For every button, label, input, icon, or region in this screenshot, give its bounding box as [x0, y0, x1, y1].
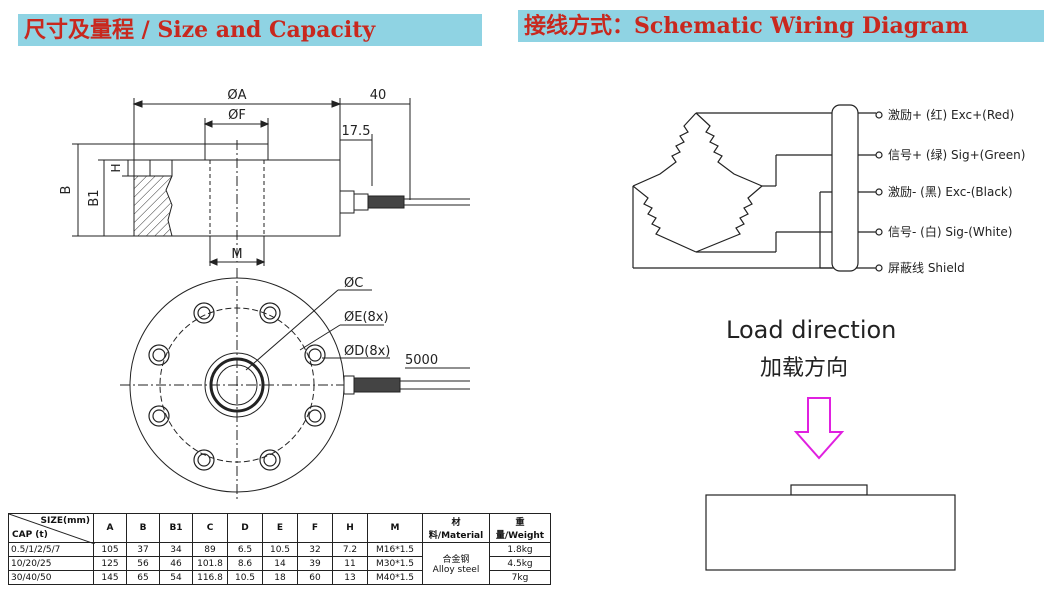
table-cell: 10.5 [227, 570, 263, 585]
table-row: 30/40/50 145 65 54 116.8 10.5 18 60 13 M… [8, 570, 551, 585]
col-header: E [262, 513, 298, 543]
wire-shield: 屏蔽线 Shield [888, 261, 965, 275]
dim-h-label: H [109, 163, 123, 172]
wiring-diagram-heading: 接线方式：Schematic Wiring Diagram [518, 10, 1044, 42]
table-cell: 34 [159, 542, 193, 557]
table-cell: 65 [126, 570, 160, 585]
table-cell: 14 [262, 556, 298, 571]
table-row: 0.5/1/2/5/7 105 37 34 89 6.5 10.5 32 7.2… [8, 542, 551, 585]
dim-b1-label: B1 [87, 189, 102, 206]
table-cell: 46 [159, 556, 193, 571]
table-cell: M40*1.5 [367, 570, 423, 585]
weight-cell: 7kg [489, 570, 551, 585]
material-cell: 合金钢 Alloy steel [422, 542, 490, 585]
dim-e-label: ØE(8x) [344, 310, 389, 325]
cap-cell: 30/40/50 [8, 570, 94, 585]
table-cell: 11 [332, 556, 368, 571]
dim-a-label: ØA [227, 88, 246, 103]
dim-b-label: B [59, 186, 74, 195]
dim-f-label: ØF [228, 108, 246, 123]
load-cell-outline [705, 484, 956, 571]
dim-d-label: ØD(8x) [344, 344, 390, 359]
table-cell: 39 [297, 556, 333, 571]
dim-175-label: 17.5 [342, 124, 371, 139]
table-cell: 60 [297, 570, 333, 585]
col-header: B [126, 513, 160, 543]
wiring-bridge [632, 104, 883, 272]
col-header: B1 [159, 513, 193, 543]
col-header: M [367, 513, 423, 543]
side-view [72, 98, 470, 266]
table-corner-cell: SIZE(mm) CAP (t) [8, 513, 95, 544]
material-en: Alloy steel [432, 565, 480, 575]
wire-sig-minus: 信号- (白) Sig-(White) [888, 224, 1012, 239]
size-capacity-table: SIZE(mm) CAP (t) A B B1 C D E F H M 材料/M… [8, 513, 551, 585]
table-cell: 101.8 [192, 556, 228, 571]
table-cell: 56 [126, 556, 160, 571]
table-cell: 18 [262, 570, 298, 585]
col-header: 重量/Weight [489, 513, 551, 543]
table-cell: 7.2 [332, 542, 368, 557]
cap-cell: 0.5/1/2/5/7 [8, 542, 94, 557]
wire-exc-minus: 激励- (黑) Exc-(Black) [888, 185, 1013, 199]
size-capacity-heading: 尺寸及量程 / Size and Capacity [18, 14, 482, 46]
table-cell: M16*1.5 [367, 542, 423, 557]
wire-exc-plus: 激励+ (红) Exc+(Red) [888, 107, 1014, 122]
table-cell: 6.5 [227, 542, 263, 557]
table-cell: 125 [93, 556, 127, 571]
table-cell: 32 [297, 542, 333, 557]
dim-5000-label: 5000 [405, 353, 438, 368]
corner-cap-label: CAP (t) [12, 530, 48, 540]
table-cell: 54 [159, 570, 193, 585]
weight-cell: 1.8kg [489, 542, 551, 557]
table-cell: 145 [93, 570, 127, 585]
material-cn: 合金钢 [442, 555, 470, 565]
cap-cell: 10/20/25 [8, 556, 94, 571]
dim-m-label: M [231, 247, 242, 262]
dim-c-label: ØC [344, 276, 363, 291]
col-header: D [227, 513, 263, 543]
table-cell: 13 [332, 570, 368, 585]
table-cell: 10.5 [262, 542, 298, 557]
col-header: 材料/Material [422, 513, 490, 543]
table-cell: 89 [192, 542, 228, 557]
table-cell: 8.6 [227, 556, 263, 571]
col-header: F [297, 513, 333, 543]
col-header: H [332, 513, 368, 543]
col-header: A [93, 513, 127, 543]
top-view [120, 268, 470, 502]
wiring-labels: 激励+ (红) Exc+(Red) 信号+ (绿) Sig+(Green) 激励… [888, 107, 1025, 275]
dim-40-label: 40 [370, 88, 387, 103]
load-direction-en: Load direction [726, 316, 897, 344]
weight-cell: 4.5kg [489, 556, 551, 571]
corner-size-label: SIZE(mm) [40, 516, 91, 526]
table-cell: 105 [93, 542, 127, 557]
wire-sig-plus: 信号+ (绿) Sig+(Green) [888, 147, 1025, 162]
load-direction-cn: 加载方向 [760, 356, 849, 381]
table-cell: 37 [126, 542, 160, 557]
table-cell: M30*1.5 [367, 556, 423, 571]
col-header: C [192, 513, 228, 543]
load-arrow-icon [793, 397, 845, 460]
table-cell: 116.8 [192, 570, 228, 585]
